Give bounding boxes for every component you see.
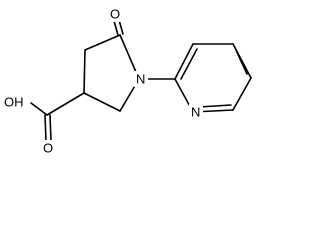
- pyridine-nitrogen-label: N: [191, 105, 200, 120]
- bond-py-c2-c3: [174, 43, 194, 80]
- bond-c3-cooh: [46, 92, 85, 116]
- bond-py-inner-3: [198, 104, 232, 108]
- bond-c5-o-double-a: [113, 20, 119, 36]
- bond-c5-c4: [84, 34, 121, 51]
- carbonyl-oxygen-label: O: [110, 7, 120, 22]
- acid-oxygen-label: O: [43, 141, 53, 156]
- bond-c3-c2: [83, 92, 121, 112]
- bond-py-c5-c6: [232, 77, 252, 111]
- bond-cooh-o-double-a: [44, 114, 47, 142]
- ring-nitrogen-label: N: [136, 72, 145, 87]
- pyridine-ring: [174, 43, 252, 113]
- bond-py-c4-c5: [232, 43, 252, 79]
- atom-labels: O N N OH O: [2, 6, 203, 156]
- bond-c5-o-double-b: [118, 19, 124, 35]
- bond-py-inner-2: [235, 49, 248, 75]
- bond-py-inner-1: [180, 48, 198, 80]
- carbonyl-group: [113, 19, 124, 36]
- bond-cooh-oh: [30, 102, 48, 116]
- pyrrolidinone-ring: [83, 34, 140, 112]
- bond-cooh-o-double-b: [49, 114, 52, 142]
- bond-c4-c3: [83, 49, 86, 94]
- carboxylic-acid-group: [30, 92, 85, 142]
- chemical-structure-diagram: O N N OH O: [2, 6, 252, 156]
- hydroxyl-label: OH: [4, 95, 24, 110]
